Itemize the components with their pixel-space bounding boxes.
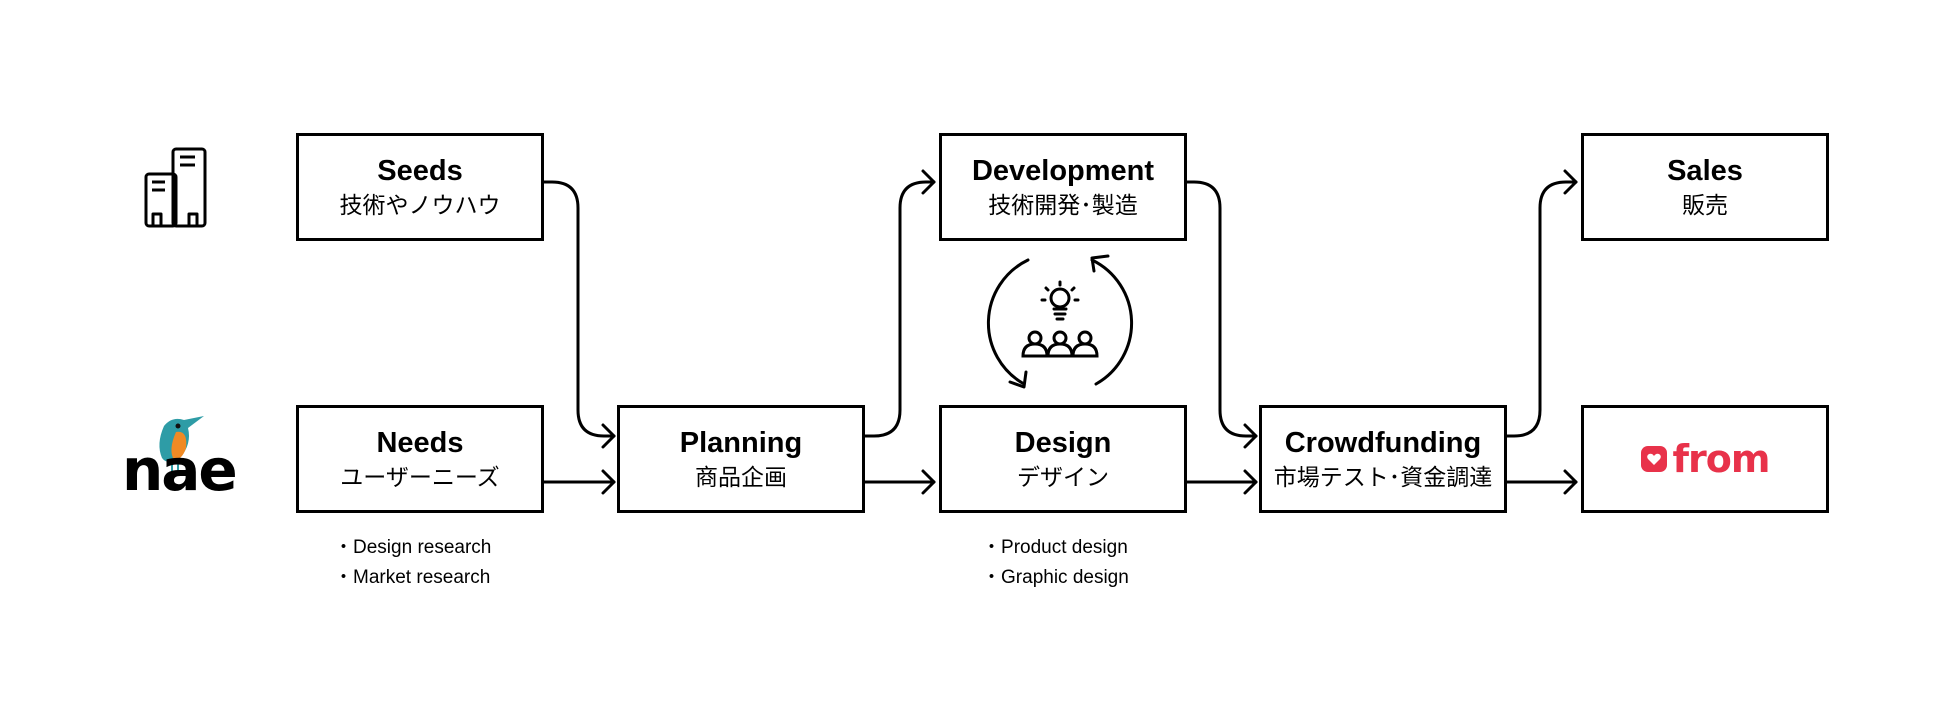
seeds-title: Seeds xyxy=(377,155,463,187)
design-bullet-list: Product design Graphic design xyxy=(982,533,1129,593)
nae-logo-text: nae xyxy=(122,436,238,504)
arrow-crowdfunding-to-sales xyxy=(1502,180,1578,438)
planning-box: Planning 商品企画 xyxy=(617,405,865,513)
arrow-planning-to-development xyxy=(862,180,936,438)
from-box: from xyxy=(1581,405,1829,513)
from-logo: from xyxy=(1640,437,1771,481)
planning-title: Planning xyxy=(679,427,803,459)
design-title: Design xyxy=(1014,427,1112,459)
sales-subtitle: 販売 xyxy=(1682,192,1728,218)
from-logo-text: from xyxy=(1672,437,1771,481)
arrow-seeds-to-planning xyxy=(542,180,616,438)
crowdfunding-subtitle: 市場テスト･資金調達 xyxy=(1273,464,1493,490)
arrowhead xyxy=(1008,370,1028,389)
cycle-arrow-right xyxy=(1090,258,1134,386)
arrowhead xyxy=(1563,169,1578,195)
arrowhead xyxy=(921,469,936,495)
kingfisher-icon xyxy=(159,416,204,472)
design-subtitle: デザイン xyxy=(1017,464,1109,490)
from-brand-icon xyxy=(1640,446,1667,472)
design-bullet-item: Graphic design xyxy=(982,563,1129,593)
planning-subtitle: 商品企画 xyxy=(695,464,787,490)
cycle-arrow-left xyxy=(986,258,1030,386)
seeds-box: Seeds 技術やノウハウ xyxy=(296,133,544,241)
needs-bullet-item: Design research xyxy=(334,533,491,563)
design-box: Design デザイン xyxy=(939,405,1187,513)
design-bullet-item: Product design xyxy=(982,533,1129,563)
lightbulb-team-icon xyxy=(1021,280,1099,358)
needs-bullet-item: Market research xyxy=(334,563,491,593)
sales-title: Sales xyxy=(1667,155,1743,187)
arrowhead xyxy=(1090,254,1110,273)
crowdfunding-box: Crowdfunding 市場テスト･資金調達 xyxy=(1259,405,1507,513)
development-title: Development xyxy=(971,155,1155,187)
needs-box: Needs ユーザーニーズ xyxy=(296,405,544,513)
arrowhead xyxy=(601,469,616,495)
arrowhead xyxy=(1243,423,1258,449)
crowdfunding-title: Crowdfunding xyxy=(1284,427,1482,459)
arrowhead xyxy=(921,169,936,195)
seeds-subtitle: 技術やノウハウ xyxy=(339,192,501,218)
arrow-development-to-crowdfunding xyxy=(1182,180,1258,438)
needs-subtitle: ユーザーニーズ xyxy=(340,464,500,490)
building-icon xyxy=(144,147,207,228)
arrowhead xyxy=(601,423,616,449)
arrowhead xyxy=(1243,469,1258,495)
needs-bullet-list: Design research Market research xyxy=(334,533,491,593)
development-subtitle: 技術開発･製造 xyxy=(988,192,1138,218)
development-box: Development 技術開発･製造 xyxy=(939,133,1187,241)
sales-box: Sales 販売 xyxy=(1581,133,1829,241)
arrowhead xyxy=(1563,469,1578,495)
needs-title: Needs xyxy=(376,427,464,459)
